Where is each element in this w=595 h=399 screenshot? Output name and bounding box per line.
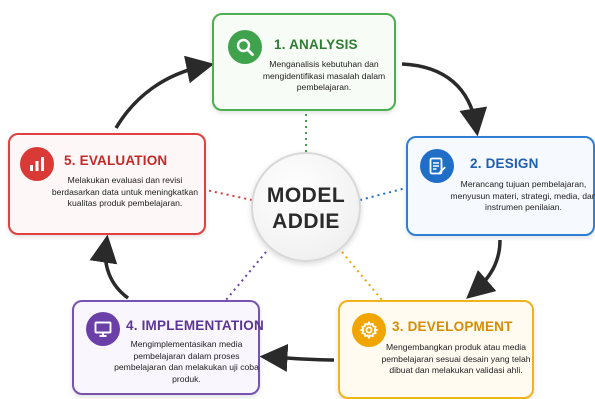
cycle-arrow-analysis-to-design <box>401 62 488 137</box>
dotted-connector-implementation <box>225 251 267 301</box>
search-icon <box>228 30 262 64</box>
center-circle: MODEL ADDIE <box>251 152 361 262</box>
phase-description: Menganalisis kebutuhan dan mengidentifik… <box>262 59 386 92</box>
phase-title: 2. DESIGN <box>470 156 539 171</box>
cycle-arrow-design-to-development <box>466 239 502 299</box>
dotted-connector-design <box>359 187 407 201</box>
phase-description: Mengimplementasikan media pembelajaran d… <box>114 339 259 384</box>
phase-card-evaluation: 5. EVALUATION Melakukan evaluasi dan rev… <box>8 133 206 235</box>
center-label-line-2: ADDIE <box>272 210 340 233</box>
phase-description: Merancang tujuan pembelajaran, menyusun … <box>450 179 595 212</box>
phase-title: 4. IMPLEMENTATION <box>126 318 264 333</box>
phase-card-implementation: 4. IMPLEMENTATION Mengimplementasikan me… <box>72 300 264 395</box>
phase-card-development: 3. DEVELOPMENT Mengembangkan produk atau… <box>338 300 534 399</box>
phase-description: Melakukan evaluasi dan revisi berdasarka… <box>51 175 199 208</box>
monitor-icon <box>86 312 120 346</box>
dotted-connector-development <box>341 251 383 301</box>
phase-title: 1. ANALYSIS <box>274 37 358 52</box>
center-label-line-1: MODEL <box>266 184 346 207</box>
cycle-arrow-implementation-to-evaluation <box>89 234 130 300</box>
cycle-arrow-evaluation-to-analysis <box>114 55 215 129</box>
phase-card-design: 2. DESIGN Merancang tujuan pembelajaran,… <box>406 136 595 236</box>
gear-icon <box>352 313 386 347</box>
dotted-connector-evaluation <box>205 189 253 201</box>
document-edit-icon <box>420 149 454 183</box>
phase-title: 3. DEVELOPMENT <box>392 319 513 334</box>
phase-card-analysis: 1. ANALYSIS Menganalisis kebutuhan dan m… <box>212 13 396 111</box>
phase-title: 5. EVALUATION <box>64 153 168 168</box>
cycle-arrow-development-to-implementation <box>259 343 335 372</box>
phase-description: Mengembangkan produk atau media pembelaj… <box>381 342 531 375</box>
bar-chart-icon <box>20 147 54 181</box>
